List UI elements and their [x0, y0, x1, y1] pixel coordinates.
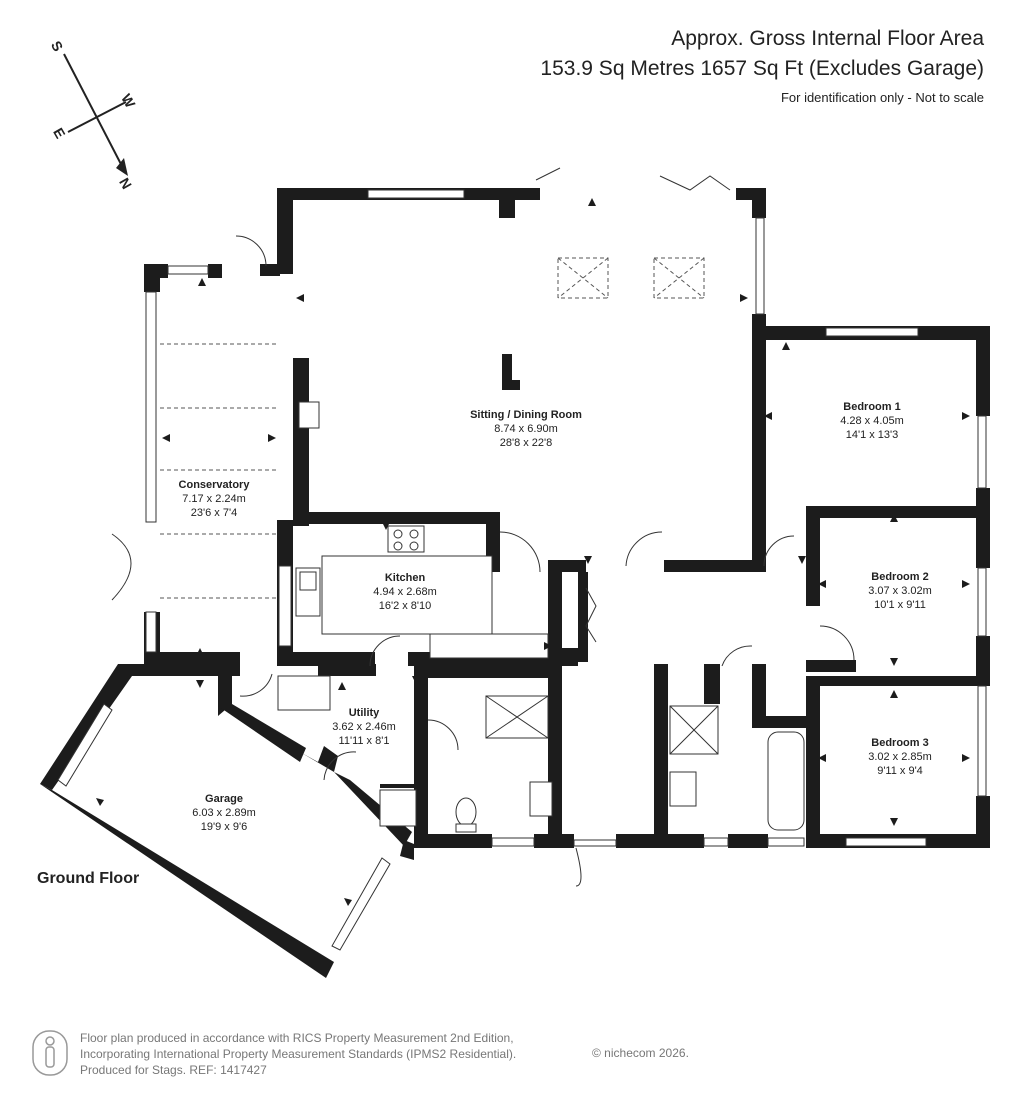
wall — [380, 784, 416, 788]
garage-wall — [400, 840, 414, 860]
wall — [414, 834, 492, 848]
wall — [534, 834, 574, 848]
wall — [277, 652, 375, 666]
wall — [728, 834, 768, 848]
room-bedroom-1: Bedroom 1 4.28 x 4.05m 14'1 x 13'3 — [840, 401, 904, 441]
wall — [293, 512, 498, 524]
compass-e: E — [50, 125, 69, 141]
window — [367, 189, 465, 199]
garage-wall — [218, 664, 232, 716]
wall — [144, 264, 168, 278]
footer-line-1: Floor plan produced in accordance with R… — [80, 1031, 514, 1045]
wall — [806, 506, 820, 606]
wall — [293, 358, 309, 526]
wall — [548, 560, 586, 572]
window — [145, 291, 157, 523]
room-utility: Utility 3.62 x 2.46m 11'11 x 8'1 — [332, 707, 396, 747]
person-icon — [32, 1030, 68, 1076]
window — [977, 685, 987, 797]
window — [278, 565, 292, 647]
compass-w: W — [118, 91, 139, 111]
wall — [277, 188, 293, 274]
copyright: © nichecom 2026. — [592, 1046, 689, 1060]
wall — [578, 572, 588, 662]
window — [977, 415, 987, 489]
room-garage: Garage 6.03 x 2.89m 19'9 x 9'6 — [192, 793, 256, 833]
room-conservatory: Conservatory 7.17 x 2.24m 23'6 x 7'4 — [178, 479, 250, 519]
area-value: 153.9 Sq Metres 1657 Sq Ft (Excludes Gar… — [540, 57, 984, 80]
wall — [806, 676, 990, 686]
footer-line-2: Incorporating International Property Mea… — [80, 1047, 517, 1061]
window — [573, 839, 617, 847]
window — [145, 611, 157, 653]
wall — [752, 332, 766, 572]
window — [167, 265, 209, 275]
north-arrow-icon — [116, 158, 128, 176]
wall — [976, 326, 990, 416]
wall — [806, 680, 820, 848]
bath — [767, 731, 805, 831]
wall — [654, 834, 704, 848]
area-header: Approx. Gross Internal Floor Area 153.9 … — [540, 24, 984, 105]
wall — [548, 572, 562, 662]
wall — [414, 664, 428, 848]
window — [767, 837, 805, 847]
window — [845, 837, 927, 847]
wall — [548, 658, 578, 666]
wall — [976, 488, 990, 568]
garage-wall — [334, 772, 412, 846]
wall — [616, 834, 656, 848]
window — [825, 327, 919, 337]
room-kitchen: Kitchen 4.94 x 2.68m 16'2 x 8'10 — [373, 572, 437, 612]
window — [755, 217, 765, 315]
room-bedroom-2: Bedroom 2 3.07 x 3.02m 10'1 x 9'11 — [868, 571, 932, 611]
garage-wall — [40, 784, 334, 978]
wall — [752, 664, 766, 728]
wall — [752, 188, 766, 218]
window — [977, 567, 987, 637]
compass-rose: S W E N — [48, 38, 139, 192]
wall — [806, 506, 990, 518]
compass-s: S — [48, 38, 67, 54]
room-bedroom-3: Bedroom 3 3.02 x 2.85m 9'11 x 9'4 — [868, 737, 932, 777]
wall — [654, 664, 668, 848]
footer-line-3: Produced for Stags. REF: 1417427 — [80, 1063, 267, 1077]
wall — [752, 716, 812, 728]
window — [703, 837, 729, 847]
wall — [806, 660, 856, 672]
garage-window — [331, 857, 391, 951]
window — [491, 837, 535, 847]
garage-wall — [218, 704, 306, 762]
wall — [260, 264, 280, 276]
wall — [208, 264, 222, 278]
wall — [976, 636, 990, 686]
compass-n: N — [116, 175, 135, 192]
wall — [499, 188, 515, 218]
area-title: Approx. Gross Internal Floor Area — [671, 27, 984, 50]
garage-window — [57, 703, 113, 787]
wall — [318, 664, 376, 676]
scale-note: For identification only - Not to scale — [780, 90, 984, 105]
hob — [387, 525, 425, 553]
wall — [548, 662, 562, 848]
wall — [664, 560, 766, 572]
wall — [414, 664, 562, 678]
wall — [408, 652, 428, 666]
wall — [144, 652, 240, 666]
room-sitting-dining: Sitting / Dining Room 8.74 x 6.90m 28'8 … — [470, 409, 582, 449]
footer-text: Floor plan produced in accordance with R… — [80, 1030, 516, 1078]
wall — [704, 664, 720, 704]
floor-label: Ground Floor — [37, 870, 140, 887]
garage-wall — [300, 746, 338, 772]
